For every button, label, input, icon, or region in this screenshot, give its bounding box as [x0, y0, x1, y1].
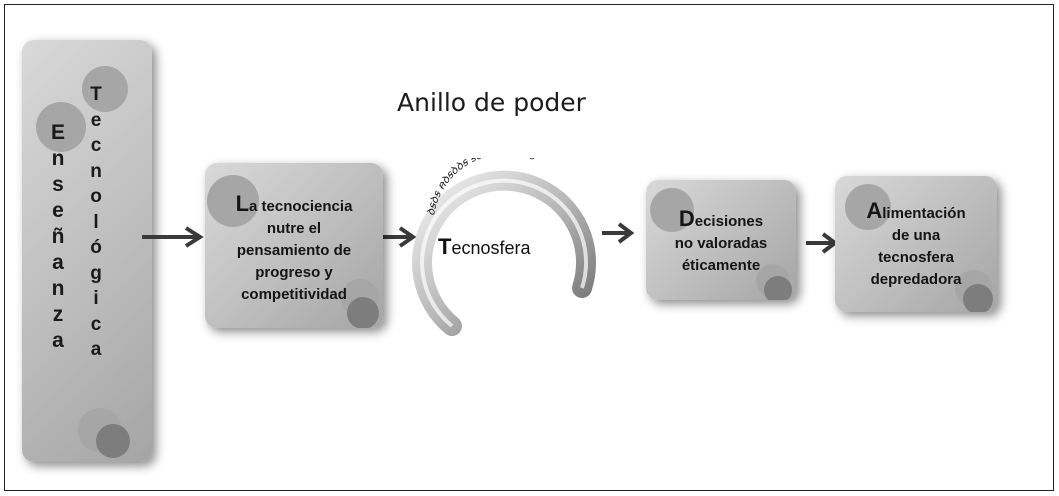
text-line: competitividad — [241, 286, 347, 303]
text-line: ecnosfera — [451, 238, 531, 258]
technosphere-label: Tecnosfera — [438, 236, 531, 259]
text-line: a tecnociencia — [249, 198, 353, 215]
education-card — [22, 40, 152, 462]
decor-circle — [963, 284, 993, 312]
vertical-letter: n — [51, 147, 65, 170]
vertical-letter: g — [90, 262, 102, 284]
decisions-card — [646, 180, 796, 300]
text-line: progreso y — [255, 264, 333, 281]
arrow-right-icon — [380, 226, 417, 248]
vertical-letter: E — [50, 121, 65, 144]
vertical-letter: T — [90, 84, 102, 105]
text-line: ecisiones — [694, 213, 764, 230]
initial-letter: L — [235, 191, 250, 216]
decor-circle — [82, 66, 128, 112]
vertical-letter: e — [52, 199, 64, 222]
text-line: nutre el — [266, 220, 322, 237]
feeding-text: Alimentación de una tecnosfera depredado… — [835, 200, 997, 291]
vertical-letter: c — [90, 313, 102, 335]
decor-circle — [207, 175, 259, 227]
vertical-letter: a — [52, 329, 64, 352]
vertical-letter: c — [90, 135, 102, 156]
figure-frame — [4, 4, 1054, 491]
ring-illustration: ꝺꞩꝺꞩ ꞥꝺꞩꝺꝺꞩ ꞩꝺꞥꝺꞩ ꝺꞩꝺꞩꝺ — [412, 158, 596, 336]
arrow-right-icon — [602, 222, 635, 244]
vertical-letter: n — [51, 277, 65, 300]
arrow-right-icon — [142, 226, 204, 248]
decor-circle — [36, 102, 86, 152]
vertical-letter: o — [90, 186, 102, 207]
text-line: éticamente — [681, 257, 761, 274]
initial-letter: T — [438, 234, 452, 259]
vertical-letter: s — [52, 173, 64, 196]
technoscience-text: La tecnociencia nutre el pensamiento de … — [205, 193, 383, 306]
vertical-letter: n — [90, 160, 102, 182]
decor-circle — [650, 188, 694, 232]
text-line: pensamiento de — [236, 242, 352, 259]
vertical-letter: l — [93, 211, 99, 233]
text-line: de una — [891, 227, 941, 244]
vertical-letter: ó — [90, 237, 102, 258]
technoscience-card — [205, 163, 383, 328]
decor-circle — [96, 424, 130, 458]
vertical-letter: ñ — [51, 225, 65, 248]
text-line: tecnosfera — [878, 249, 954, 266]
text-line: limentación — [882, 205, 966, 222]
decor-circle — [845, 184, 891, 230]
diagram-title: Anillo de poder — [397, 88, 586, 117]
decor-circle — [764, 276, 792, 300]
text-line: depredadora — [870, 271, 962, 288]
decor-circle — [347, 297, 379, 328]
initial-letter: A — [866, 198, 883, 223]
vertical-letter: e — [90, 109, 102, 131]
feeding-card — [835, 176, 997, 312]
vertical-letter: a — [52, 251, 64, 274]
vertical-letter: z — [52, 303, 64, 326]
text-line: no valoradas — [674, 235, 768, 252]
decisions-text: Decisiones no valoradas éticamente — [646, 208, 796, 277]
vertical-letter: a — [90, 339, 102, 360]
vertical-letter: i — [93, 288, 99, 309]
initial-letter: D — [678, 206, 695, 231]
